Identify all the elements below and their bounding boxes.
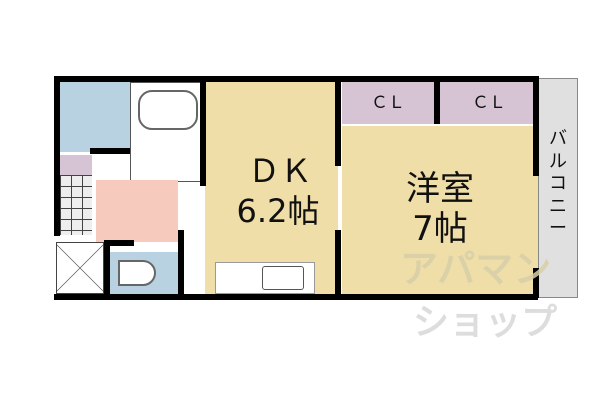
wall-bath-dk [200,76,206,186]
sink-icon [262,266,304,290]
wall-toilet-left [104,240,110,300]
wall-closet-divider [434,76,440,124]
wall-dk-hall [178,230,184,300]
western-size: 7帖 [412,209,468,249]
wall-wash-hall [90,148,130,154]
western-name: 洋室 [406,169,474,209]
wall-toilet-top [104,240,134,246]
balcony [538,78,578,298]
bathtub-icon [138,90,198,130]
dk-name: ＤＫ [247,152,312,190]
dk-size: 6.2帖 [236,192,320,230]
kitchen-counter [215,262,315,294]
closet-1 [342,82,434,124]
wall-dk-west [335,76,341,166]
toilet-icon [118,260,156,286]
wall-left [54,76,60,236]
storage-box [56,242,104,294]
watermark-line1: アパマン [400,247,552,291]
balcony-label: バルコニー [549,128,567,239]
wall-dk-west-lower [335,230,341,300]
shoe-box [60,155,92,175]
wall-bottom [54,294,538,300]
entrance-floor [60,175,92,235]
watermark-line2: ショップ [412,302,557,343]
room-western [342,126,538,294]
wall-top [54,76,538,82]
wall-right-lower [533,268,539,298]
closet-1-label: ＣＬ [371,93,405,113]
closet-2 [440,82,538,124]
closet-2-label: ＣＬ [472,93,506,113]
washroom [60,82,130,152]
entrance-hall [96,180,178,242]
wall-right [533,76,539,176]
room-dk [205,82,338,294]
